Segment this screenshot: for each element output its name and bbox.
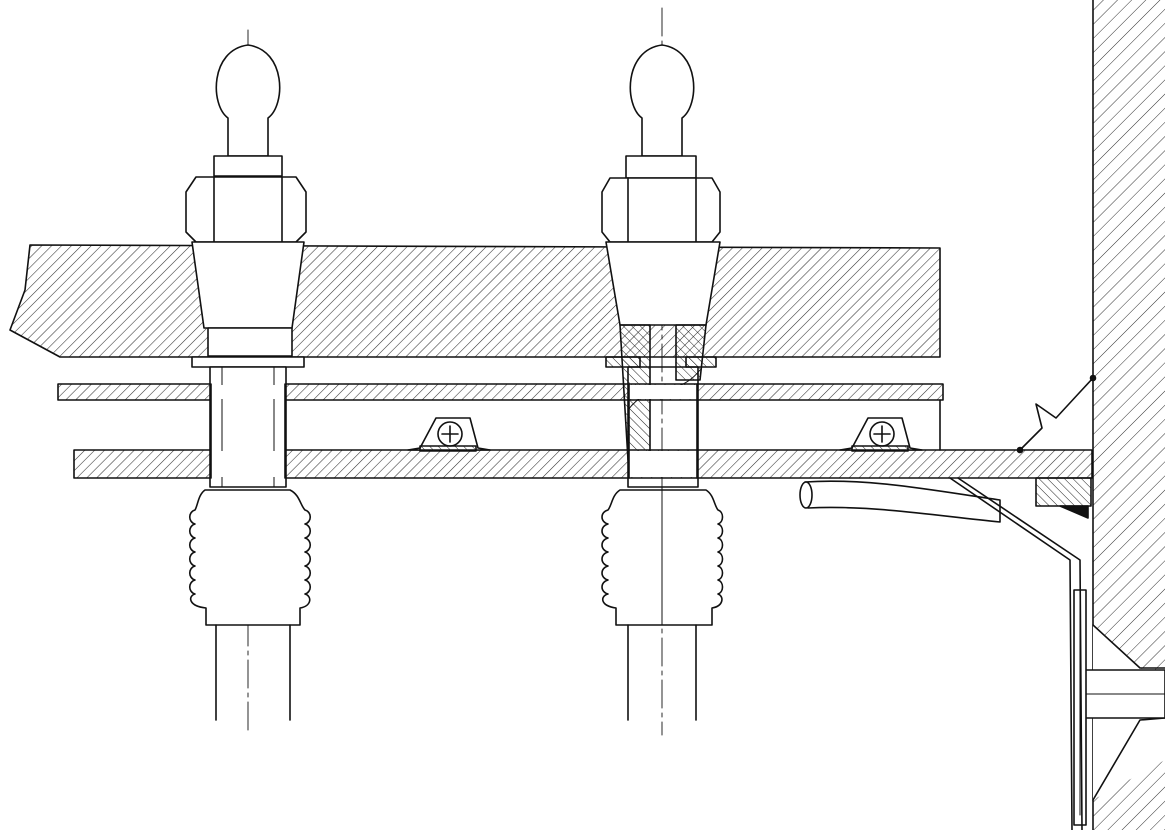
pipe-clamp-right [839,417,923,452]
cable-tube [799,477,1083,830]
spring-clip [1019,377,1094,451]
bulb-cap-left [215,44,281,157]
deck-plate [9,244,941,358]
pipe-clamp-left [407,417,491,452]
hex-nut-left [185,176,307,243]
middle-plate [57,383,944,451]
fitting-right [601,7,724,736]
hex-nut-right [601,177,721,243]
bellows-left [188,489,312,626]
wall-cleat [1035,477,1092,519]
bulb-cap-right [629,44,695,157]
wall-section [1073,0,1165,830]
fitting-left [185,29,312,736]
